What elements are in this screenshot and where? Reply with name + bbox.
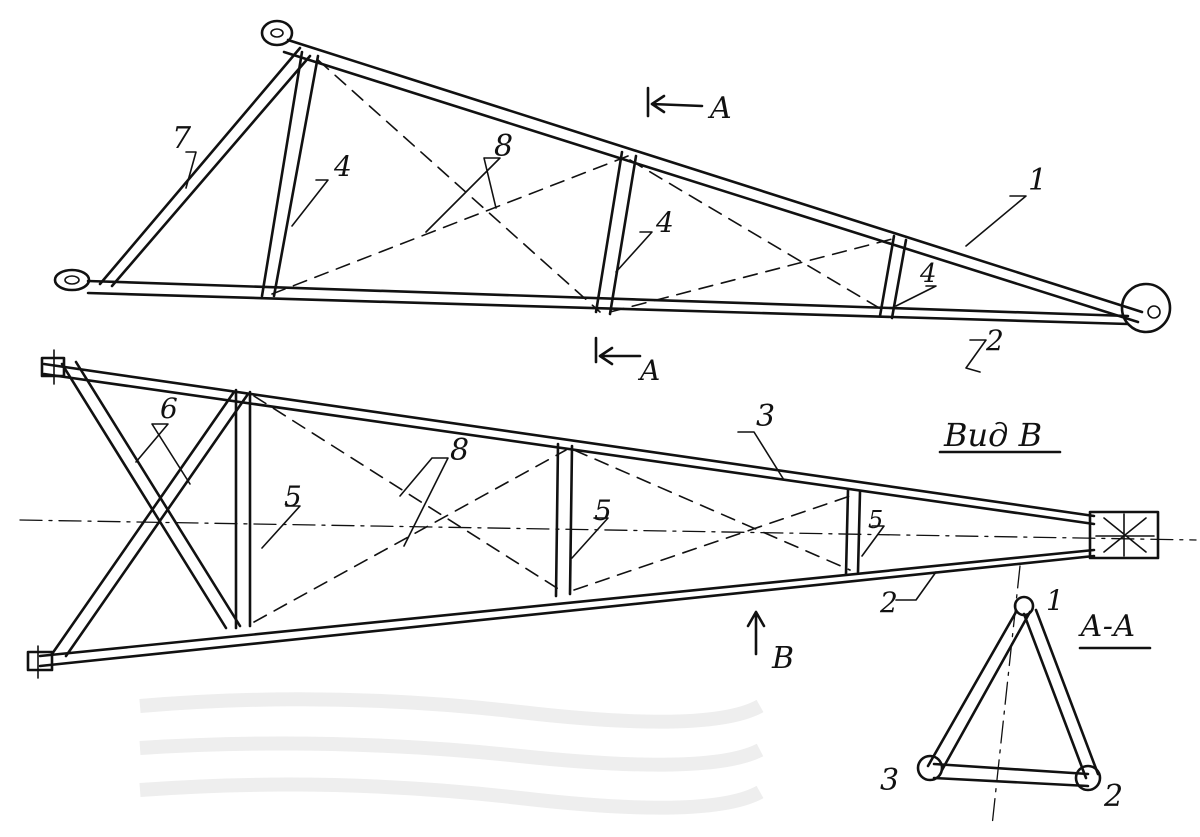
section-arrow-top — [646, 86, 704, 118]
label-diag-elev: 8 — [494, 129, 513, 164]
labels: 1 2 3 2 4 4 4 7 8 8 6 5 5 5 A A B Вид В … — [160, 91, 1136, 814]
post-2 — [594, 150, 638, 316]
x-brace — [50, 360, 250, 658]
label-section-arrow-top: A — [707, 91, 732, 126]
label-post-b: 4 — [655, 206, 674, 239]
post-1 — [260, 50, 320, 298]
end-wheel — [1120, 282, 1172, 334]
elevation-view — [53, 19, 1172, 373]
end-fitting-bottom — [26, 650, 54, 672]
section-aa — [916, 450, 1152, 827]
label-post-a: 4 — [333, 150, 352, 183]
top-chord — [282, 38, 1144, 324]
label-plan-post-c: 5 — [868, 506, 883, 534]
label-plan-x-brace: 6 — [160, 392, 178, 425]
section-triangle — [926, 608, 1100, 788]
label-section-node-3: 3 — [880, 763, 899, 798]
label-plan-post-b: 5 — [594, 494, 612, 527]
eye-lug-top — [260, 19, 294, 47]
section-arrow-bottom — [594, 336, 642, 366]
label-section-node-2: 2 — [1103, 779, 1123, 814]
label-chord-bottom-elev: 2 — [985, 324, 1004, 357]
bottom-chord — [86, 279, 1130, 326]
upper-chord — [42, 362, 1096, 526]
centerline — [19, 519, 1197, 541]
view-arrow — [746, 610, 766, 656]
label-section-title: А-А — [1078, 609, 1136, 644]
label-section-arrow-bottom: A — [637, 354, 660, 387]
plan-view — [19, 349, 1197, 679]
plan-post-2 — [554, 442, 574, 598]
section-node-1 — [1013, 595, 1035, 617]
label-post-c: 4 — [919, 259, 937, 289]
post-3 — [878, 234, 908, 320]
end-box — [1088, 510, 1160, 560]
label-brace-end: 7 — [172, 121, 192, 156]
eye-lug-bottom — [53, 268, 91, 292]
section-node-3 — [916, 754, 944, 782]
lower-chord — [38, 548, 1096, 668]
end-fitting-top — [40, 356, 66, 378]
plan-post-3 — [844, 488, 862, 576]
diagonals-elevation — [271, 59, 897, 313]
plan-post-1 — [234, 388, 252, 630]
label-chord-plan-lower: 2 — [879, 586, 898, 619]
label-view-arrow: B — [771, 641, 794, 676]
label-section-node-1: 1 — [1046, 584, 1064, 617]
bleed-through-scribble — [139, 692, 764, 815]
label-chord-plan-upper: 3 — [756, 399, 775, 434]
label-plan-post-a: 5 — [284, 480, 302, 513]
label-view-title: Вид В — [943, 416, 1042, 454]
section-node-2 — [1074, 764, 1102, 792]
label-diag-plan: 8 — [450, 433, 469, 468]
end-brace — [98, 46, 312, 288]
label-chord-top: 1 — [1028, 163, 1047, 198]
